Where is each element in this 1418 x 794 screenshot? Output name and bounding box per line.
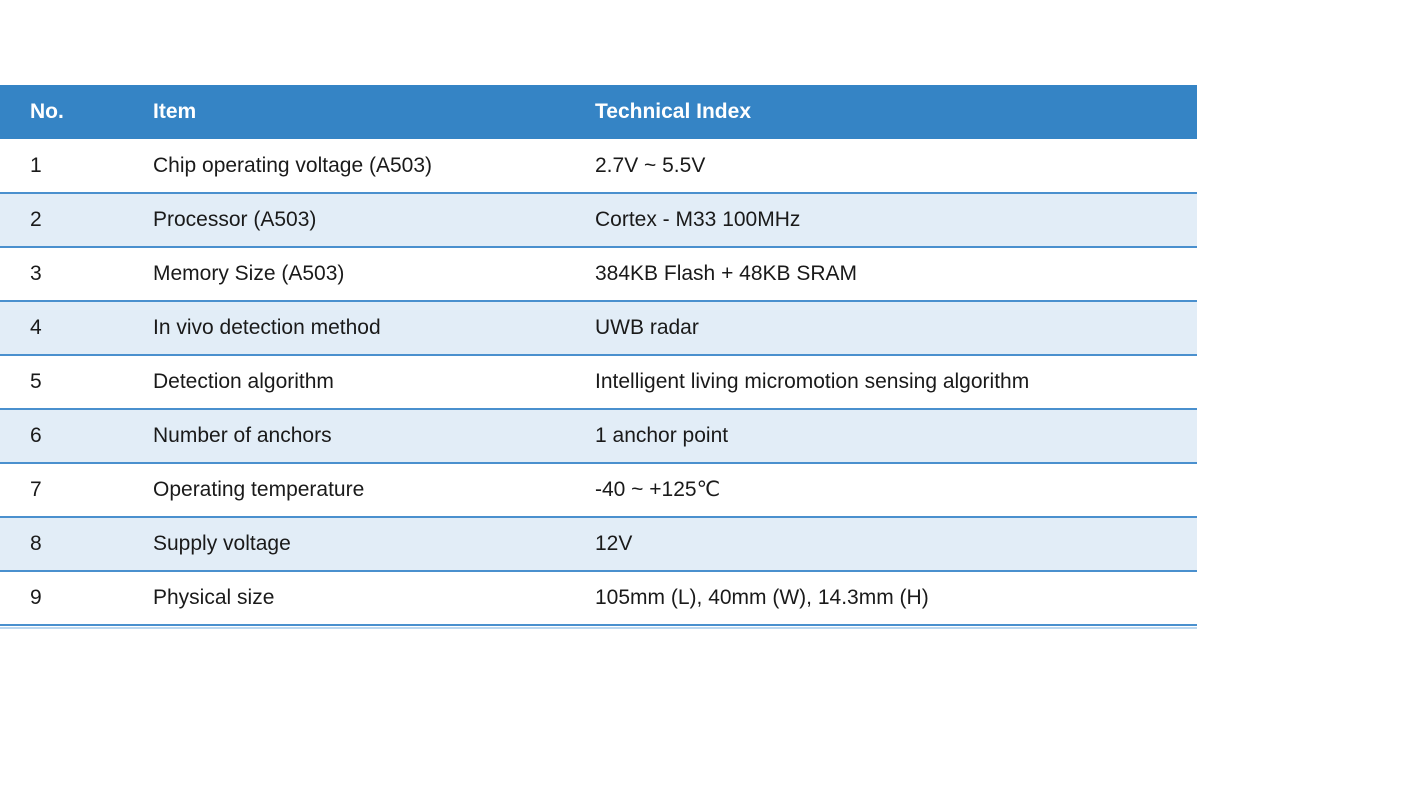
cell-index: Intelligent living micromotion sensing a…	[565, 354, 1197, 409]
cell-index: UWB radar	[565, 300, 1197, 355]
cell-no: 9	[0, 570, 123, 626]
cell-no: 1	[0, 139, 123, 193]
column-header-technical-index: Technical Index	[565, 85, 1197, 139]
cell-item: Physical size	[123, 570, 565, 626]
cell-index: 384KB Flash + 48KB SRAM	[565, 246, 1197, 301]
table-header-row: No. Item Technical Index	[0, 85, 1197, 139]
cell-item: Chip operating voltage (A503)	[123, 139, 565, 193]
cell-index: -40 ~ +125℃	[565, 462, 1197, 517]
column-header-item: Item	[123, 85, 565, 139]
cell-no: 7	[0, 462, 123, 517]
cell-index: 12V	[565, 516, 1197, 571]
cell-no: 6	[0, 408, 123, 463]
cell-item: Supply voltage	[123, 516, 565, 571]
table-bottom-accent-line	[0, 627, 1197, 629]
cell-no: 5	[0, 354, 123, 409]
cell-no: 8	[0, 516, 123, 571]
cell-index: 1 anchor point	[565, 408, 1197, 463]
cell-item: Operating temperature	[123, 462, 565, 517]
cell-index: 2.7V ~ 5.5V	[565, 139, 1197, 193]
column-header-no: No.	[0, 85, 123, 139]
cell-no: 2	[0, 192, 123, 247]
cell-no: 4	[0, 300, 123, 355]
cell-item: Detection algorithm	[123, 354, 565, 409]
cell-item: Number of anchors	[123, 408, 565, 463]
cell-item: Memory Size (A503)	[123, 246, 565, 301]
cell-item: Processor (A503)	[123, 192, 565, 247]
cell-index: Cortex - M33 100MHz	[565, 192, 1197, 247]
cell-item: In vivo detection method	[123, 300, 565, 355]
cell-no: 3	[0, 246, 123, 301]
cell-index: 105mm (L), 40mm (W), 14.3mm (H)	[565, 570, 1197, 626]
